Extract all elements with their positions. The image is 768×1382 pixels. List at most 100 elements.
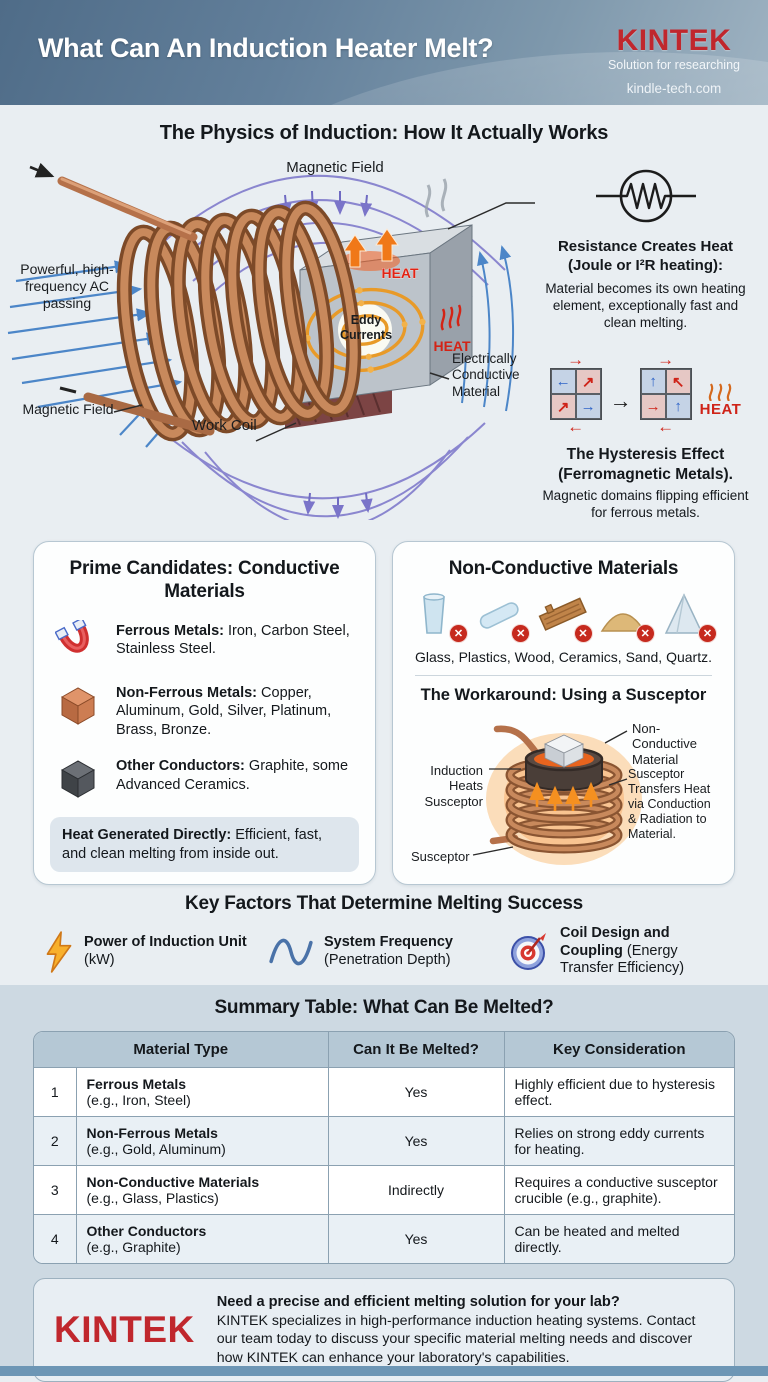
- item-desc: Copper, Aluminum, Gold, Silver, Platinum…: [116, 684, 332, 738]
- note-term: Heat Generated Directly:: [62, 827, 232, 844]
- not-allowed-icon: ✕: [635, 623, 655, 643]
- material-cell: Non-Conductive Materials (e.g., Glass, P…: [75, 1165, 328, 1215]
- consideration-cell: Relies on strong eddy currents for heati…: [503, 1116, 734, 1166]
- flame-squiggles-icon: [709, 383, 732, 401]
- prime-card-title: Prime Candidates: Conductive Materials: [69, 558, 340, 602]
- header-consideration: Key Consideration: [503, 1032, 734, 1068]
- magnetic-field-top-label: Magnetic Field: [286, 159, 384, 176]
- nonconductive-material-label: Non-Conductive Material: [632, 720, 698, 767]
- list-item: Other Conductors: Graphite, some Advance…: [50, 755, 359, 801]
- melted-cell: Yes: [327, 1214, 504, 1263]
- wood-icon: ✕: [536, 591, 593, 643]
- work-coil-label: Work Coil: [192, 417, 257, 434]
- resistance-heading: Resistance Creates Heat (Joule or I²R he…: [557, 238, 734, 274]
- glass-icon: ✕: [411, 591, 468, 643]
- table-row: 1 Ferrous Metals (e.g., Iron, Steel) Yes…: [34, 1067, 734, 1117]
- factor-power: Power of Induction Unit (kW): [44, 925, 252, 978]
- quartz-icon: ✕: [660, 591, 717, 643]
- material-name: Non-Ferrous Metals: [86, 1125, 218, 1141]
- factor-coil-design: Coil Design and Coupling (Energy Transfe…: [508, 925, 728, 978]
- material-name: Ferrous Metals: [86, 1076, 187, 1092]
- factor-desc: (Energy Transfer Efficiency): [560, 942, 685, 977]
- row-number: 2: [50, 1133, 59, 1149]
- not-allowed-icon: ✕: [449, 623, 468, 643]
- item-term: Non-Ferrous Metals:: [116, 684, 257, 701]
- transition-arrow: →: [609, 388, 632, 414]
- key-factors-section: Key Factors That Determine Melting Succe…: [0, 885, 768, 985]
- copper-cube-icon: [60, 687, 96, 725]
- induction-diagram: HEAT HEAT: [0, 145, 535, 530]
- resistance-body: Material becomes its own heating element…: [545, 280, 746, 331]
- domain-cell: ↖: [665, 369, 691, 395]
- nonconductive-card: Non-Conductive Materials ✕ ✕: [392, 541, 735, 885]
- domain-cell: ↑: [665, 394, 691, 420]
- factor-term: System Frequency: [324, 933, 453, 950]
- hysteresis-heading: The Hysteresis Effect (Ferromagnetic Met…: [558, 446, 733, 483]
- material-example: (e.g., Graphite): [86, 1239, 181, 1255]
- induction-coil-illustration: HEAT HEAT: [7, 162, 535, 530]
- item-desc: Graphite, some Advanced Ceramics.: [116, 758, 349, 793]
- factor-desc: (Penetration Depth): [324, 951, 451, 968]
- list-item: Non-Ferrous Metals: Copper, Aluminum, Go…: [50, 682, 359, 740]
- plastic-icon: ✕: [473, 591, 531, 643]
- material-example: (e.g., Iron, Steel): [86, 1092, 191, 1108]
- conductive-material-label: Electrically Conductive Material: [452, 351, 520, 399]
- magnet-icon: [55, 619, 89, 653]
- consideration-cell: Can be heated and melted directly.: [503, 1214, 734, 1263]
- nonconductive-icons-row: ✕ ✕ ✕ ✕: [409, 581, 718, 643]
- susceptor-label: Susceptor: [411, 848, 470, 864]
- heat-arrows-up: [343, 228, 399, 268]
- material-example: (e.g., Gold, Aluminum): [86, 1141, 226, 1157]
- eddy-currents-label: Eddy Currents: [339, 313, 393, 343]
- nonconductive-card-title: Non-Conductive Materials: [448, 558, 679, 579]
- materials-cards-row: Prime Candidates: Conductive Materials F…: [0, 535, 768, 885]
- material-example: (e.g., Glass, Plastics): [86, 1190, 219, 1206]
- workaround-title: The Workaround: Using a Susceptor: [420, 685, 707, 704]
- brand-website[interactable]: kindle-tech.com: [626, 81, 722, 96]
- domain-grid-after: → ↑ ↖ → ↑ ←: [639, 351, 692, 437]
- domain-cell: ↗: [575, 369, 601, 395]
- footer-cta-card: KINTEK Need a precise and efficient melt…: [33, 1278, 735, 1382]
- material-cell: Other Conductors (e.g., Graphite): [75, 1214, 328, 1263]
- footer-body: KINTEK specializes in high-performance i…: [216, 1312, 696, 1366]
- material-name: Other Conductors: [86, 1223, 207, 1239]
- coil-lead-wires: [29, 162, 215, 436]
- prime-candidates-card: Prime Candidates: Conductive Materials F…: [33, 541, 376, 885]
- kintek-footer-logo: KINTEK: [54, 1309, 195, 1351]
- flame-squiggles: [440, 304, 462, 331]
- kintek-logo: KINTEK: [616, 24, 732, 57]
- callout-lines: [113, 202, 535, 442]
- consideration-cell: Highly efficient due to hysteresis effec…: [503, 1067, 734, 1117]
- magnetic-field-left-label: Magnetic Field: [22, 401, 114, 417]
- row-number: 4: [50, 1231, 59, 1247]
- lightning-icon: [46, 930, 72, 973]
- factor-desc: (kW): [84, 951, 115, 968]
- header-material-type: Material Type: [34, 1032, 328, 1068]
- ac-passing-label: Powerful, high-frequency AC passing: [20, 261, 114, 312]
- footer-heading: Need a precise and efficient melting sol…: [216, 1294, 620, 1310]
- header-can-melt: Can It Be Melted?: [327, 1032, 504, 1068]
- induction-heats-label: Induction Heats Susceptor: [424, 762, 483, 809]
- domain-cell: →: [575, 394, 601, 420]
- heat-side-label: HEAT: [433, 338, 471, 354]
- melted-cell: Yes: [327, 1116, 504, 1166]
- item-term: Ferrous Metals:: [116, 622, 224, 639]
- smoke-wisps: [424, 178, 448, 218]
- not-allowed-icon: ✕: [573, 623, 593, 643]
- susceptor-diagram: Induction Heats Susceptor Susceptor Non-…: [409, 707, 718, 879]
- domain-cell: →: [640, 394, 666, 420]
- table-header-row: Material Type Can It Be Melted? Key Cons…: [34, 1032, 734, 1068]
- graphite-cube-icon: [60, 760, 96, 799]
- consideration-cell: Requires a conductive susceptor crucible…: [503, 1165, 734, 1215]
- heat-generated-note: Heat Generated Directly: Efficient, fast…: [50, 817, 359, 873]
- row-number: 1: [50, 1084, 59, 1100]
- bottom-accent-bar: [0, 1366, 768, 1376]
- factor-term: Coil Design and Coupling: [560, 925, 670, 959]
- resistor-icon: [595, 169, 696, 223]
- summary-title: Summary Table: What Can Be Melted?: [214, 997, 554, 1018]
- melted-cell: Indirectly: [327, 1165, 504, 1215]
- table-row: 4 Other Conductors (e.g., Graphite) Yes …: [34, 1214, 734, 1263]
- domain-arrow-below: ←: [657, 417, 675, 437]
- divider: [415, 674, 712, 676]
- item-desc: Iron, Carbon Steel, Stainless Steel.: [116, 622, 350, 658]
